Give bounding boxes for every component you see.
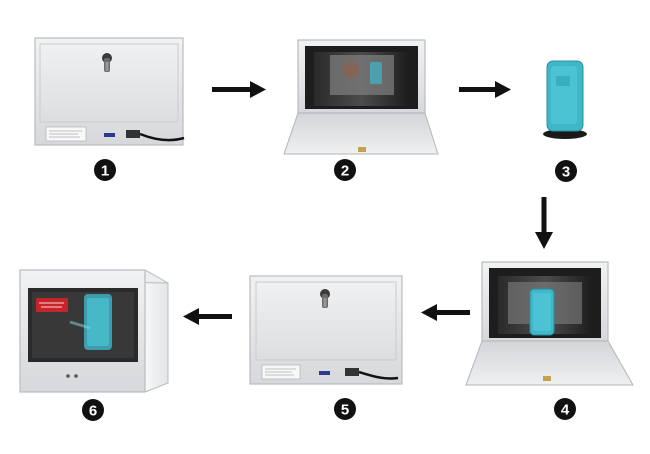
arrow-down-icon xyxy=(535,197,553,249)
step-1-badge: 1 xyxy=(94,159,116,181)
power-cable xyxy=(358,370,399,380)
step-6-transparent-showcase xyxy=(19,269,169,393)
arrow-left-icon xyxy=(183,308,232,325)
power-port xyxy=(345,368,359,376)
box-door xyxy=(255,281,397,361)
step-2-badge: 2 xyxy=(334,159,356,181)
lock-icon xyxy=(102,53,112,72)
step-6-number: 6 xyxy=(89,403,97,420)
showcase-side-panel xyxy=(144,269,169,393)
step-1-closed-box xyxy=(34,37,185,146)
step-5-number: 5 xyxy=(341,402,349,419)
lock-icon xyxy=(320,289,330,308)
lock-icon xyxy=(358,147,366,152)
step-3-phone-on-stand xyxy=(543,60,587,139)
arrow-left-icon xyxy=(421,304,470,321)
step-5-badge: 5 xyxy=(334,398,356,420)
step-badges: 1 2 3 4 5 6 xyxy=(82,159,577,421)
usb-port xyxy=(319,371,330,375)
lock-icon xyxy=(543,376,551,381)
indicator-light xyxy=(74,374,78,378)
step-4-open-box-with-phone xyxy=(465,261,634,386)
usb-port xyxy=(104,133,115,137)
step-3-badge: 3 xyxy=(555,160,577,182)
open-door xyxy=(465,340,634,386)
promo-banner xyxy=(36,298,68,312)
power-port xyxy=(126,130,140,138)
step-2-number: 2 xyxy=(341,163,349,180)
step-1-number: 1 xyxy=(101,163,109,180)
indicator-light xyxy=(66,374,70,378)
step-6-badge: 6 xyxy=(82,399,104,421)
arrow-right-icon xyxy=(212,81,266,98)
arrow-right-icon xyxy=(459,81,511,98)
step-4-badge: 4 xyxy=(554,398,576,420)
step-2-open-box xyxy=(283,39,439,155)
open-door xyxy=(283,112,439,155)
box-door xyxy=(39,43,179,123)
step-4-number: 4 xyxy=(561,402,570,419)
step-3-number: 3 xyxy=(562,164,570,181)
power-cable xyxy=(139,132,185,142)
step-5-closed-box xyxy=(249,275,403,385)
